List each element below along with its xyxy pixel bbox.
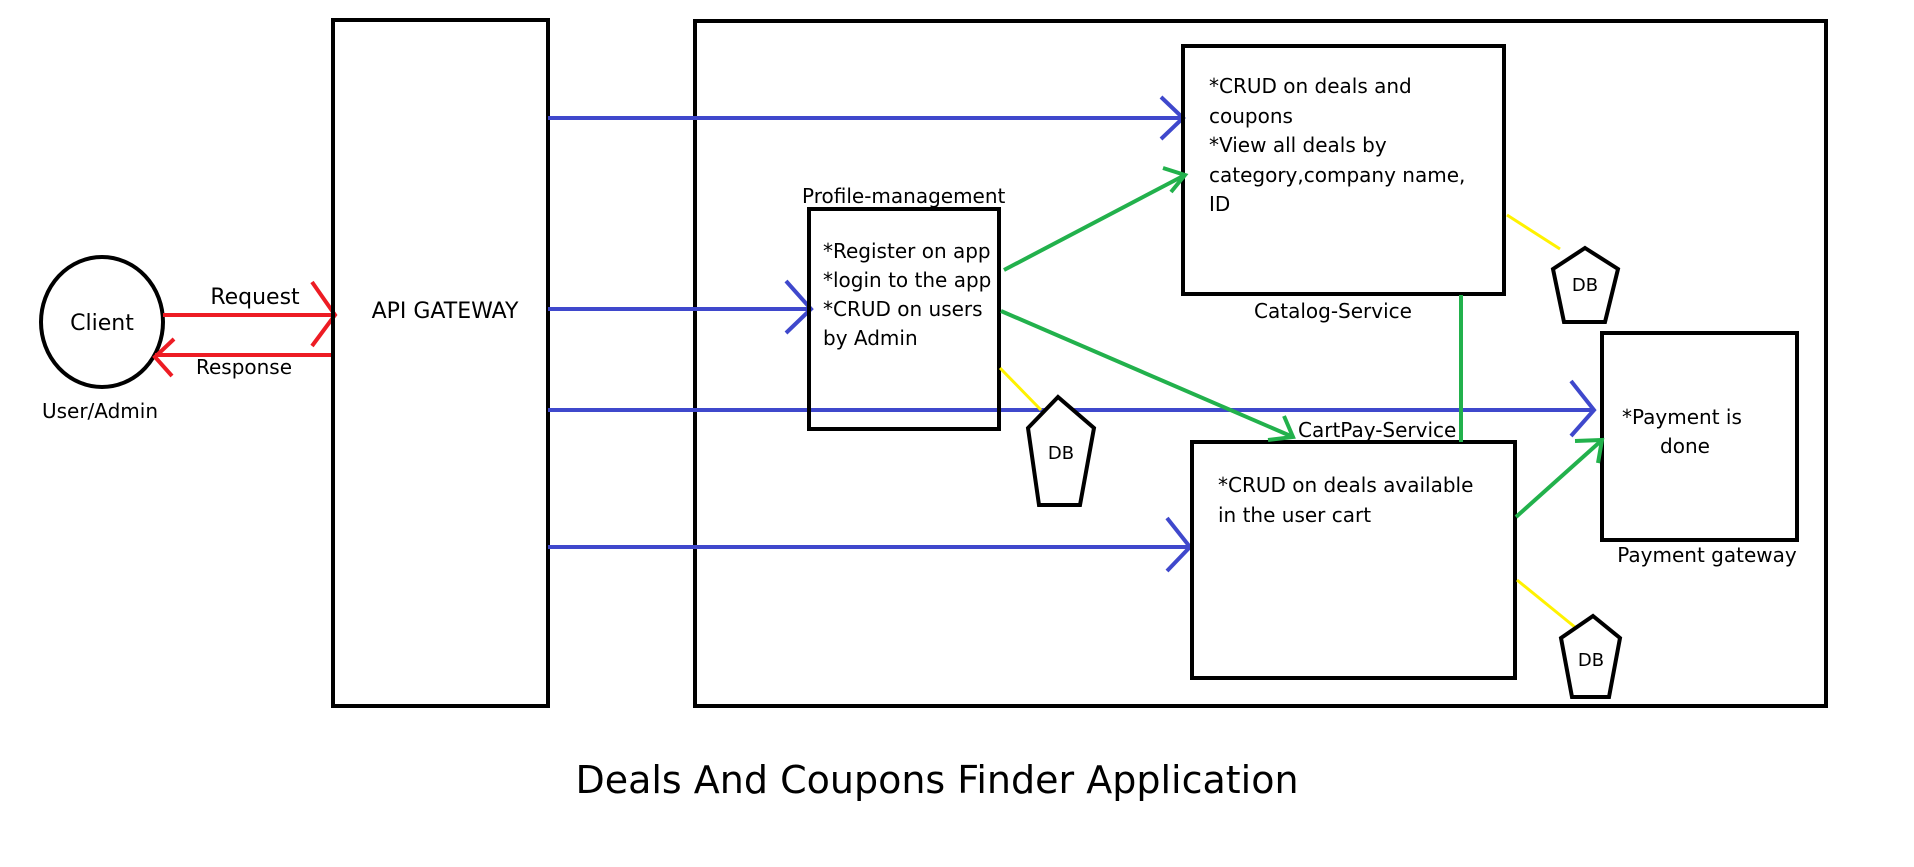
catalog-line-3: *View all deals by (1209, 133, 1387, 157)
client-node (39, 255, 165, 389)
services-container (693, 19, 1828, 708)
profile-db-label: DB (1048, 443, 1074, 464)
api-gateway-box (331, 18, 550, 708)
cartpay-line-1: *CRUD on deals available (1218, 473, 1473, 497)
cartpay-title: CartPay-Service (1298, 418, 1456, 442)
cartpay-db-label: DB (1578, 650, 1604, 671)
profile-db: DB (1025, 394, 1097, 507)
catalog-db-label: DB (1572, 275, 1598, 296)
catalog-service-box (1181, 44, 1506, 296)
diagram-title: Deals And Coupons Finder Application (575, 758, 1298, 802)
catalog-line-5: ID (1209, 192, 1230, 216)
catalog-line-4: category,company name, (1209, 163, 1465, 187)
profile-line-2: *login to the app (823, 268, 991, 292)
client-label: Client (70, 311, 134, 336)
request-label: Request (210, 285, 300, 310)
cartpay-line-2: in the user cart (1218, 503, 1371, 527)
profile-line-1: *Register on app (823, 239, 991, 263)
api-gateway-label: API GATEWAY (372, 299, 519, 324)
profile-to-cartpay-arrow (1000, 309, 1296, 442)
payment-title: Payment gateway (1617, 543, 1797, 567)
gateway-arrow-cartpay (548, 516, 1193, 573)
profile-db-link (998, 366, 1043, 412)
response-arrow (152, 337, 333, 378)
profile-service-box (807, 207, 1001, 431)
cartpay-db-link (1516, 578, 1577, 630)
gateway-arrow-profile (548, 279, 814, 335)
catalog-line-2: coupons (1209, 104, 1293, 128)
cartpay-service-box (1190, 440, 1517, 680)
catalog-line-1: *CRUD on deals and (1209, 74, 1412, 98)
cartpay-db: DB (1558, 613, 1623, 699)
catalog-title: Catalog-Service (1254, 299, 1412, 323)
payment-line-2: done (1660, 434, 1710, 458)
client-caption: User/Admin (42, 399, 158, 423)
catalog-db-link (1506, 213, 1561, 251)
profile-to-catalog-arrow (1003, 166, 1189, 272)
gateway-arrow-catalog (548, 95, 1186, 141)
payment-gateway-box (1600, 331, 1799, 542)
response-label: Response (196, 355, 292, 379)
cartpay-to-payment-arrow (1514, 437, 1605, 519)
profile-line-4: by Admin (823, 326, 918, 350)
profile-title: Profile-management (802, 184, 1006, 208)
catalog-db: DB (1550, 245, 1621, 324)
profile-line-3: *CRUD on users (823, 297, 983, 321)
payment-line-1: *Payment is (1622, 405, 1742, 429)
